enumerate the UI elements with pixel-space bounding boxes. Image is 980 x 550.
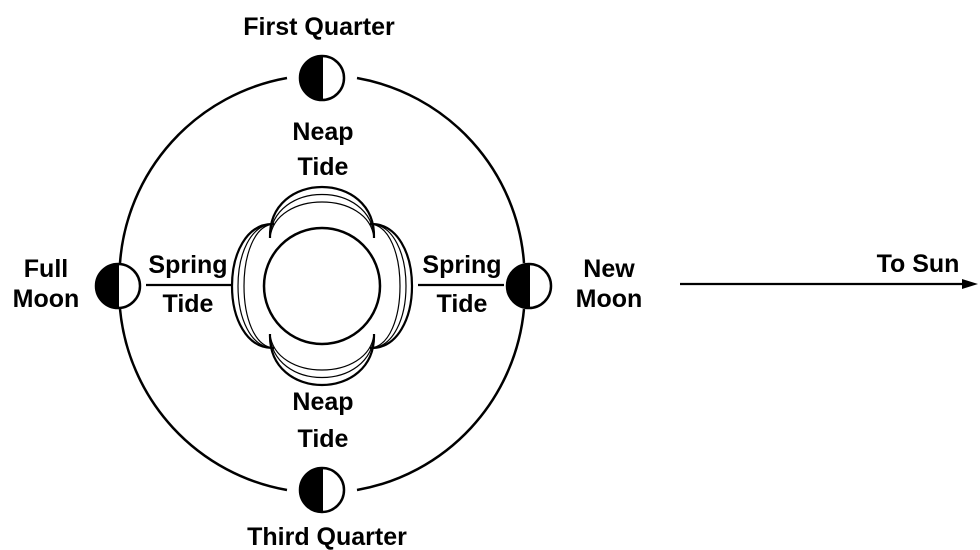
full-moon-label-line1: Full <box>24 255 68 283</box>
spring-tide-left-label-line2: Tide <box>163 290 214 318</box>
to-sun-arrow <box>680 279 978 289</box>
neap-tide-top-label-line2: Tide <box>298 153 349 181</box>
neap-tide-bottom-label-line2: Tide <box>298 425 349 453</box>
moon-orbit <box>118 76 526 492</box>
spring-tide-right-label-line1: Spring <box>422 251 501 279</box>
new-moon-icon <box>505 262 553 310</box>
third-quarter-label: Third Quarter <box>247 523 407 550</box>
earth-tidal-bulges <box>230 185 414 387</box>
full-moon-label-line2: Moon <box>13 285 80 313</box>
earth <box>262 226 382 346</box>
to-sun-label: To Sun <box>877 250 960 278</box>
first-quarter-label: First Quarter <box>243 13 395 41</box>
neap-tide-bottom-label-line1: Neap <box>292 388 353 416</box>
first-quarter-moon-icon <box>298 54 346 102</box>
full-moon-icon <box>94 262 142 310</box>
spring-tide-right-label-line2: Tide <box>437 290 488 318</box>
spring-tide-left-label-line1: Spring <box>148 251 227 279</box>
third-quarter-moon-icon <box>298 466 346 514</box>
new-moon-label-line2: Moon <box>576 285 643 313</box>
neap-tide-top-label-line1: Neap <box>292 118 353 146</box>
new-moon-label-line1: New <box>583 255 635 283</box>
